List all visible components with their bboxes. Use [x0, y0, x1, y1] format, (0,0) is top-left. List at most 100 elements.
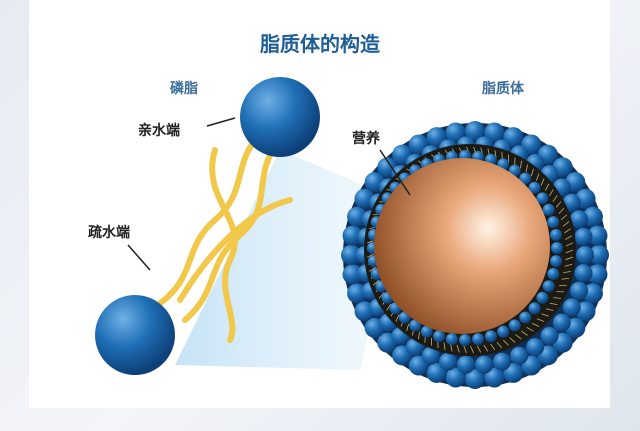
lipid-head: [536, 291, 549, 304]
lipid-tail: [470, 345, 474, 354]
lipid-tail: [501, 152, 503, 160]
lipid-head: [459, 334, 471, 346]
lipid-head: [508, 319, 521, 332]
lipid-head: [536, 192, 549, 205]
liposome-sphere: [341, 121, 609, 389]
pointer-line: [206, 117, 236, 127]
label-hydrophilic-end: 亲水端: [138, 123, 180, 139]
lipid-tail: [406, 323, 410, 332]
lipid-head: [484, 367, 505, 388]
lipid-head: [576, 246, 594, 264]
lipid-head: [547, 267, 560, 280]
lipid-head: [409, 319, 422, 332]
lipid-head: [542, 203, 555, 216]
lipid-head: [550, 255, 563, 268]
lipid-tail: [502, 339, 509, 346]
lipid-head: [519, 172, 532, 185]
lipid-head: [342, 225, 363, 246]
lipid-tail: [450, 343, 453, 352]
lipid-head: [570, 210, 589, 229]
lipid-tail: [548, 189, 554, 197]
lipid-tail: [564, 263, 573, 267]
lipid-head: [472, 333, 485, 346]
lipid-head: [547, 216, 560, 229]
lipid-tail: [531, 322, 540, 327]
lipid-tail: [558, 207, 565, 214]
lipid-head: [484, 122, 505, 143]
label-phospholipid: 磷脂: [170, 81, 198, 97]
lipid-head: [445, 333, 458, 346]
lipid-tail: [418, 331, 420, 340]
lipid-head: [347, 283, 368, 304]
lipid-head: [341, 245, 361, 265]
lipid-tail: [509, 337, 516, 343]
lipid-head: [542, 280, 555, 293]
lipid-tail: [525, 164, 528, 173]
lipid-tail: [549, 302, 558, 305]
lipid-head: [465, 369, 485, 389]
lipid-head: [582, 206, 603, 227]
lipid-head: [421, 346, 440, 365]
lipid-tail: [515, 334, 522, 340]
lipid-tail: [369, 266, 376, 272]
lipid-tail: [563, 271, 571, 274]
lipid-tail: [555, 201, 562, 208]
lipid-tail: [565, 249, 574, 254]
lipid-tail: [386, 303, 392, 311]
lipid-tail: [564, 228, 571, 234]
lipid-tail: [367, 253, 375, 258]
lipid-tail: [456, 345, 460, 353]
lipid-tail: [530, 168, 534, 177]
nutrient-core: [374, 158, 550, 334]
lipid-head: [493, 352, 512, 371]
lipid-head: [445, 367, 466, 388]
lipid-head: [589, 245, 609, 265]
lipid-tail: [520, 160, 522, 169]
lipid-head: [519, 311, 532, 324]
lipid-head: [587, 264, 608, 285]
label-nutrient: 营养: [352, 131, 380, 147]
lipid-tail: [483, 344, 489, 352]
lipid-head: [562, 298, 581, 317]
lipid-head: [528, 181, 541, 194]
pointer-line: [127, 244, 151, 271]
lipid-head: [475, 355, 494, 374]
lipid-head: [456, 355, 475, 374]
lipid-tail: [490, 343, 496, 351]
lipid-head: [574, 264, 593, 283]
lipid-head: [562, 193, 581, 212]
lipid-tail: [541, 313, 550, 317]
lipid-head: [433, 330, 446, 343]
lipid-head: [582, 283, 603, 304]
hydrophilic-head-sphere: [95, 295, 175, 375]
lipid-tail: [540, 178, 545, 186]
lipid-tail: [463, 345, 467, 354]
lipid-tail: [565, 256, 573, 260]
lipid-tail: [552, 195, 558, 202]
lipid-head: [347, 206, 368, 227]
pointer-line: [379, 149, 411, 196]
page-title: 脂质体的构造: [260, 32, 380, 56]
label-hydrophobic-end: 疏水端: [88, 225, 130, 241]
lipid-head: [550, 228, 563, 241]
lipid-head: [497, 325, 510, 338]
lipid-tail: [545, 308, 554, 311]
lipid-tail: [372, 279, 380, 286]
lipid-head: [342, 264, 363, 285]
lipid-tail: [378, 292, 385, 299]
lipid-tail: [521, 330, 528, 336]
lipid-head: [570, 281, 589, 300]
lipid-head: [552, 313, 571, 332]
lipid-tail: [545, 183, 550, 191]
lipid-head: [445, 122, 466, 143]
hydrophobic-tails: [147, 127, 293, 343]
lipid-head: [465, 121, 485, 141]
lipid-tail: [565, 242, 573, 247]
lipid-tail: [536, 318, 545, 322]
lipid-head: [526, 338, 545, 357]
lipid-tail: [395, 314, 400, 322]
lipid-head: [438, 352, 457, 371]
hydrophilic-head-sphere: [240, 77, 320, 157]
lipid-head: [574, 227, 593, 246]
